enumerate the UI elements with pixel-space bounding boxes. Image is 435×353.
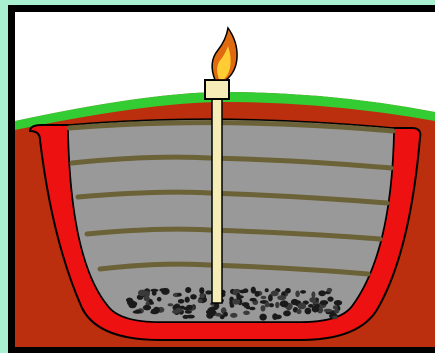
- gravel-pebble: [277, 295, 286, 300]
- gravel-pebble: [180, 306, 185, 309]
- gravel-pebble: [334, 309, 339, 314]
- gravel-pebble: [198, 299, 203, 303]
- gravel-pebble: [261, 305, 266, 311]
- gravel-pebble: [183, 315, 189, 319]
- gas-pipe: [212, 98, 222, 303]
- gravel-pebble: [190, 294, 197, 299]
- gravel-pebble: [146, 291, 150, 297]
- gravel-pebble: [327, 297, 333, 302]
- gravel-pebble: [280, 300, 289, 307]
- gravel-pebble: [320, 300, 328, 305]
- gravel-pebble: [242, 302, 250, 307]
- gravel-pebble: [259, 314, 266, 321]
- gravel-pebble: [283, 310, 291, 316]
- gravel-pebble: [261, 296, 267, 300]
- gravel-pebble: [285, 288, 291, 294]
- gravel-pebble: [295, 291, 300, 298]
- gravel-pebble: [271, 291, 279, 296]
- gravel-pebble: [333, 305, 338, 309]
- gravel-pebble: [157, 297, 162, 302]
- gravel-pebble: [230, 313, 237, 318]
- gravel-pebble: [334, 300, 342, 306]
- gravel-pebble: [168, 303, 174, 306]
- gravel-pebble: [135, 309, 141, 313]
- gravel-pebble: [214, 303, 219, 307]
- gravel-pebble: [318, 290, 326, 296]
- wellhead: [205, 80, 229, 99]
- gravel-pebble: [312, 306, 320, 313]
- gravel-pebble: [199, 287, 204, 294]
- gravel-pebble: [143, 305, 151, 311]
- gravel-pebble: [296, 309, 301, 314]
- gravel-pebble: [243, 311, 250, 315]
- gravel-pebble: [239, 290, 245, 294]
- gravel-pebble: [186, 305, 193, 310]
- gravel-pebble: [332, 316, 337, 319]
- gravel-pebble: [324, 309, 333, 312]
- gravel-pebble: [309, 297, 316, 303]
- gravel-pebble: [178, 299, 185, 304]
- gravel-pebble: [298, 303, 307, 310]
- gravel-pebble: [223, 312, 228, 317]
- gravel-pebble: [265, 288, 269, 292]
- gravel-pebble: [150, 289, 158, 292]
- gravel-pebble: [305, 308, 312, 315]
- gravel-pebble: [327, 288, 333, 292]
- gravel-pebble: [255, 291, 260, 297]
- gravel-pebble: [127, 300, 136, 306]
- gravel-pebble: [177, 293, 182, 297]
- gravel-pebble: [206, 310, 212, 314]
- gravel-pebble: [215, 313, 222, 317]
- gravel-pebble: [236, 293, 241, 300]
- gravel-pebble: [276, 316, 280, 320]
- gravel-pebble: [311, 291, 315, 298]
- gravel-pebble: [138, 290, 147, 297]
- gravel-pebble: [300, 290, 306, 294]
- gravel-pebble: [275, 302, 279, 308]
- gravel-pebble: [185, 297, 190, 303]
- gravel-pebble: [153, 307, 160, 314]
- gravel-pebble: [265, 302, 270, 308]
- gravel-pebble: [159, 288, 166, 292]
- gravel-pebble: [205, 290, 212, 294]
- gravel-pebble: [185, 287, 191, 293]
- gravel-pebble: [269, 303, 274, 307]
- gravel-pebble: [250, 298, 257, 302]
